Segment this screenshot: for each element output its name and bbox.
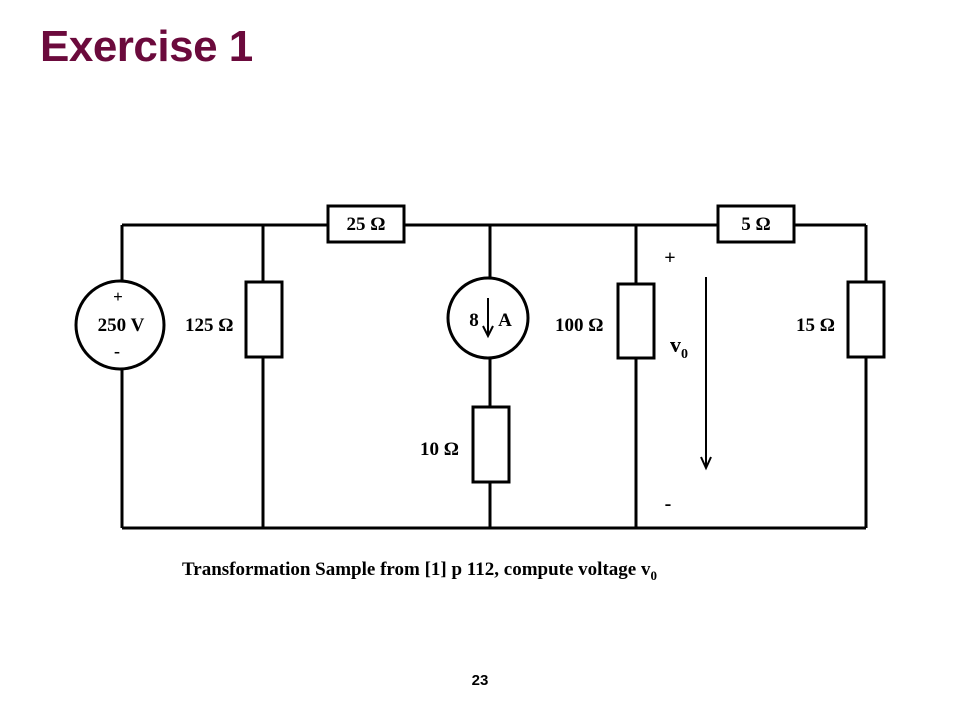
resistor-5-group: 5 Ω [716, 204, 796, 244]
output-voltage-indicator: + v0 - [664, 247, 712, 515]
output-label: v0 [670, 332, 688, 362]
voltage-source [74, 279, 166, 371]
resistor-100 [616, 282, 656, 360]
resistor-5 [716, 204, 796, 244]
resistor-10-label: 10 Ω [420, 439, 459, 460]
current-source-unit: A [498, 310, 512, 331]
voltage-source-branch: + 250 V - [74, 225, 166, 528]
resistor-10 [471, 405, 511, 484]
current-direction-arrow-icon [482, 298, 494, 339]
resistor-25-label: 25 Ω [347, 214, 386, 235]
resistor-100-label: 100 Ω [555, 315, 603, 336]
circuit-caption: Transformation Sample from [1] p 112, co… [182, 559, 657, 583]
resistor-15-label: 15 Ω [796, 315, 835, 336]
resistor-125-branch: 125 Ω [185, 225, 284, 528]
resistor-125-label: 125 Ω [185, 315, 233, 336]
output-minus: - [665, 493, 672, 515]
slide-title: Exercise 1 [40, 22, 253, 71]
resistor-25-group: 25 Ω [326, 204, 406, 244]
resistor-125 [244, 280, 284, 359]
resistor-15 [846, 280, 886, 359]
voltage-source-plus: + [113, 287, 123, 306]
voltage-source-minus: - [114, 341, 120, 361]
resistor-25 [326, 204, 406, 244]
resistor-100-branch: 100 Ω [555, 225, 656, 528]
output-plus: + [664, 247, 675, 269]
page-number: 23 [471, 672, 489, 689]
current-source-branch: 8 A 10 Ω [420, 225, 530, 528]
current-source-number: 8 [469, 310, 479, 331]
resistor-15-branch: 15 Ω [796, 225, 886, 528]
resistor-5-label: 5 Ω [741, 214, 770, 235]
voltage-source-value: 250 V [98, 315, 145, 336]
